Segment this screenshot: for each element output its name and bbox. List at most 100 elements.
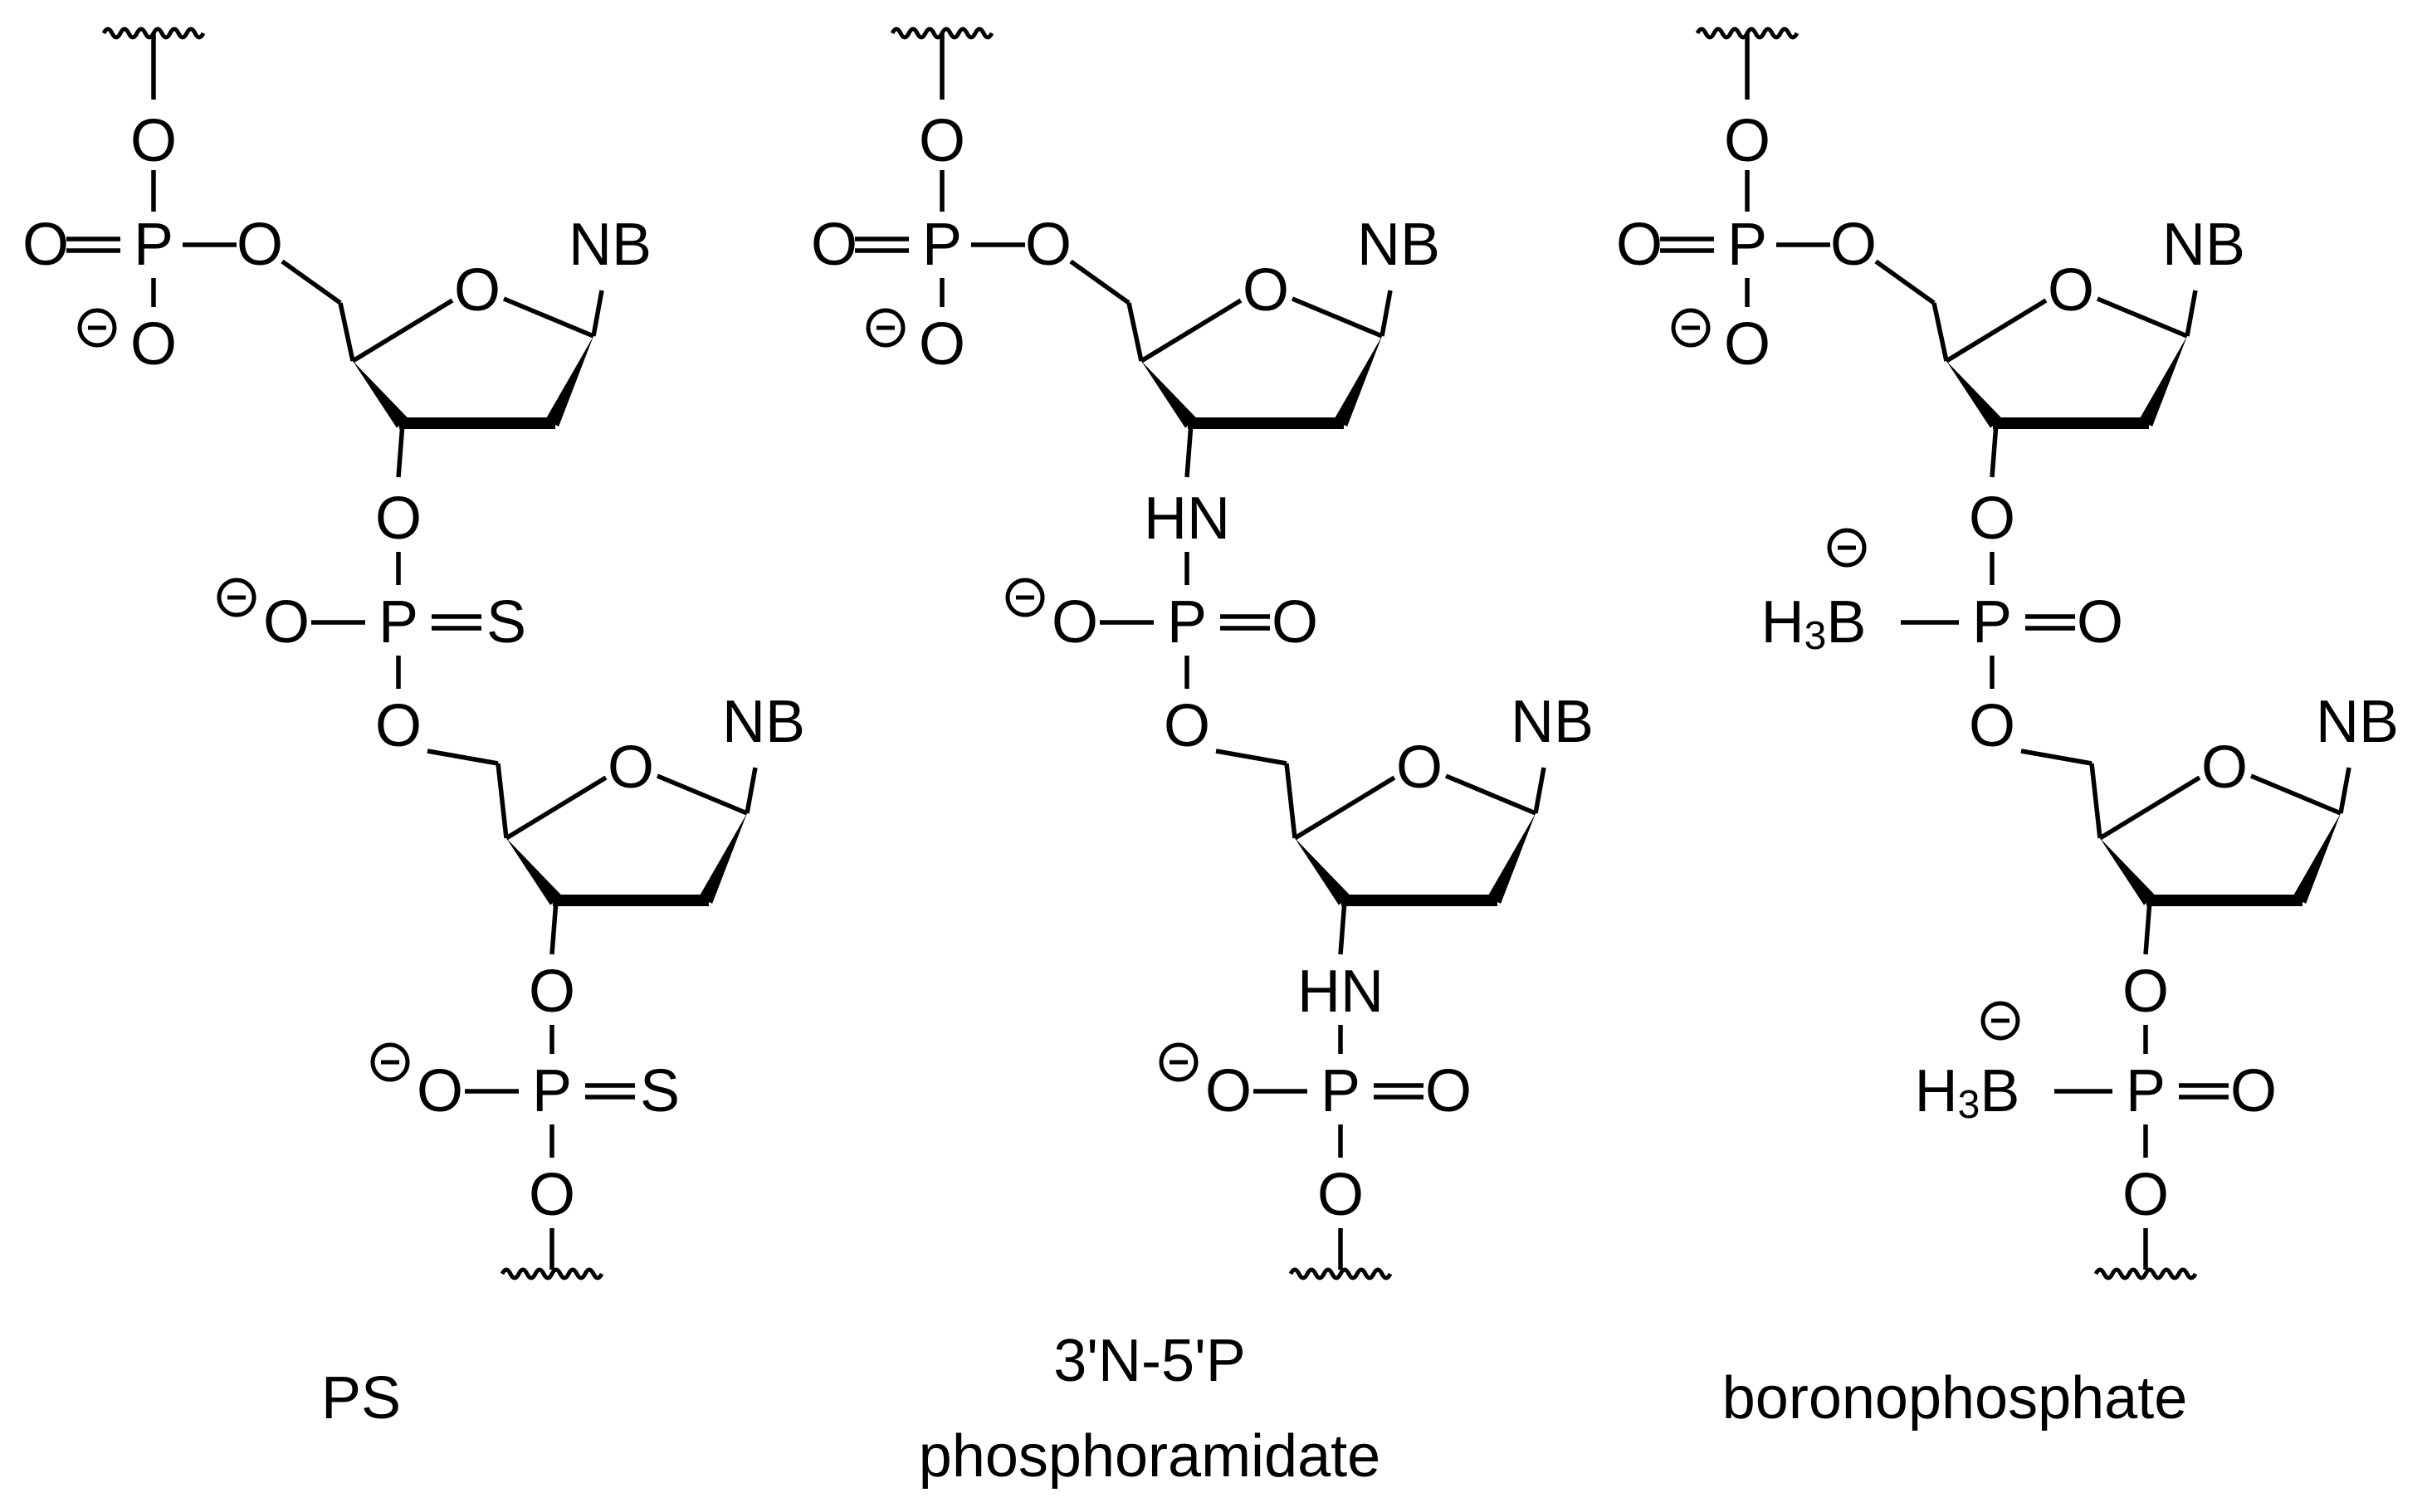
deoxyribose-ring: O NB: [1293, 689, 1594, 906]
nucleobase-label: NB: [2316, 689, 2399, 755]
oxygen-charged: O: [919, 311, 965, 378]
structure-caption: phosphoramidate: [919, 1423, 1380, 1490]
ring-bond: [505, 775, 608, 841]
nucleobase-label: NB: [1357, 212, 1440, 278]
ring-bond: [1444, 773, 1537, 816]
bond: [2020, 749, 2092, 766]
bond: [1284, 763, 1297, 839]
oxygen-double: O: [22, 212, 69, 278]
ring-wedge: [506, 838, 563, 905]
oxygen-3prime: O: [1969, 485, 2015, 552]
phosphorus: P: [2126, 1058, 2166, 1124]
oxygen-double: O: [1616, 212, 1663, 278]
ring-bond: [1945, 298, 2048, 363]
oxygen-bottom: O: [529, 1162, 575, 1228]
base-bond: [1380, 290, 1393, 337]
deoxyribose-ring: O NB: [351, 212, 652, 429]
ring-oxygen: O: [608, 734, 654, 801]
oxygen-charged: O: [1052, 589, 1098, 656]
oxygen-top: O: [130, 108, 177, 174]
ring-bond: [1293, 775, 1396, 841]
deoxyribose-ring: O NB: [2098, 689, 2399, 906]
nh-linker: HN: [1297, 958, 1384, 1025]
base-bond: [2338, 767, 2351, 814]
ring-wedge: [1487, 813, 1536, 904]
oxygen-bottom: O: [2122, 1162, 2169, 1228]
ring-wedge: [2100, 838, 2156, 905]
negative-charge-icon: [77, 308, 117, 348]
ring-wedge: [1295, 838, 1351, 905]
bond: [1874, 259, 1936, 305]
negative-charge-icon: [866, 308, 906, 348]
oxygen-3prime: O: [375, 485, 422, 552]
bond: [1931, 302, 1949, 362]
nucleobase-label: NB: [722, 689, 805, 755]
ring-oxygen: O: [2201, 734, 2248, 801]
nh-linker: HN: [1144, 485, 1230, 552]
oxygen-5prime: O: [1969, 693, 2015, 759]
bond: [496, 763, 509, 839]
bond: [1069, 259, 1130, 305]
negative-charge-icon: [1671, 308, 1711, 348]
ring-bond: [2098, 775, 2201, 841]
ring-bond: [1140, 298, 1243, 363]
oxygen-3prime: O: [2122, 958, 2169, 1025]
bond: [549, 900, 559, 955]
bond: [1184, 422, 1194, 478]
bond: [427, 749, 499, 766]
oxygen-5prime: O: [237, 212, 283, 278]
deoxyribose-ring: ONB: [1945, 212, 2245, 429]
ring-wedge: [1141, 361, 1198, 428]
deoxyribose-ring: O NB: [505, 689, 805, 906]
oxygen-5prime: O: [375, 693, 422, 759]
oxygen-charged: O: [130, 311, 177, 378]
ring-bond: [502, 296, 595, 339]
ring-bond: [351, 298, 454, 363]
nucleobase-label: NB: [569, 212, 652, 278]
base-bond: [2185, 290, 2198, 337]
phosphorus: P: [378, 589, 418, 656]
nucleobase-label: NB: [1511, 689, 1594, 755]
ring-oxygen: O: [454, 257, 501, 324]
oxygen-charged: O: [1724, 311, 1770, 378]
ring-wedge: [1333, 336, 1382, 427]
phosphorus: P: [1167, 589, 1207, 656]
ring-wedge: [698, 813, 747, 904]
phosphorus: P: [1972, 589, 2012, 656]
bond: [338, 302, 355, 362]
bond: [1215, 749, 1287, 766]
sulfur-double: S: [640, 1058, 680, 1124]
oxygen-charged: O: [263, 589, 310, 656]
wavy-bond-icon: [2093, 1267, 2198, 1280]
ring-wedge: [1946, 361, 2003, 428]
base-bond: [591, 290, 604, 337]
oxygen-top: O: [919, 108, 965, 174]
phosphorus: P: [1321, 1058, 1360, 1124]
negative-charge-icon: [1827, 528, 1867, 568]
phosphorus: P: [922, 212, 962, 278]
bond: [2143, 900, 2152, 955]
oxygen-5prime: O: [1025, 212, 1072, 278]
structure-caption: 3'N-5'P: [1053, 1328, 1246, 1394]
negative-charge-icon: [1159, 1042, 1199, 1082]
bond: [1338, 900, 1347, 955]
ring-oxygen: O: [1396, 734, 1443, 801]
borane-group: H3B: [1915, 1058, 2020, 1127]
ring-bond: [2249, 773, 2342, 816]
oxygen-double: O: [811, 212, 857, 278]
phosphorus: P: [134, 212, 173, 278]
ring-wedge: [2138, 336, 2187, 427]
oxygen-charged: O: [417, 1058, 463, 1124]
bond: [396, 422, 405, 478]
structure-caption: PS: [321, 1365, 401, 1432]
wavy-bond-icon: [500, 1267, 604, 1280]
phosphorus: P: [1727, 212, 1767, 278]
borane-group: H3B: [1761, 589, 1867, 658]
bond: [1990, 422, 1999, 478]
deoxyribose-ring: ONB: [1140, 212, 1440, 429]
ring-wedge: [2292, 813, 2341, 904]
phosphorus: P: [532, 1058, 572, 1124]
